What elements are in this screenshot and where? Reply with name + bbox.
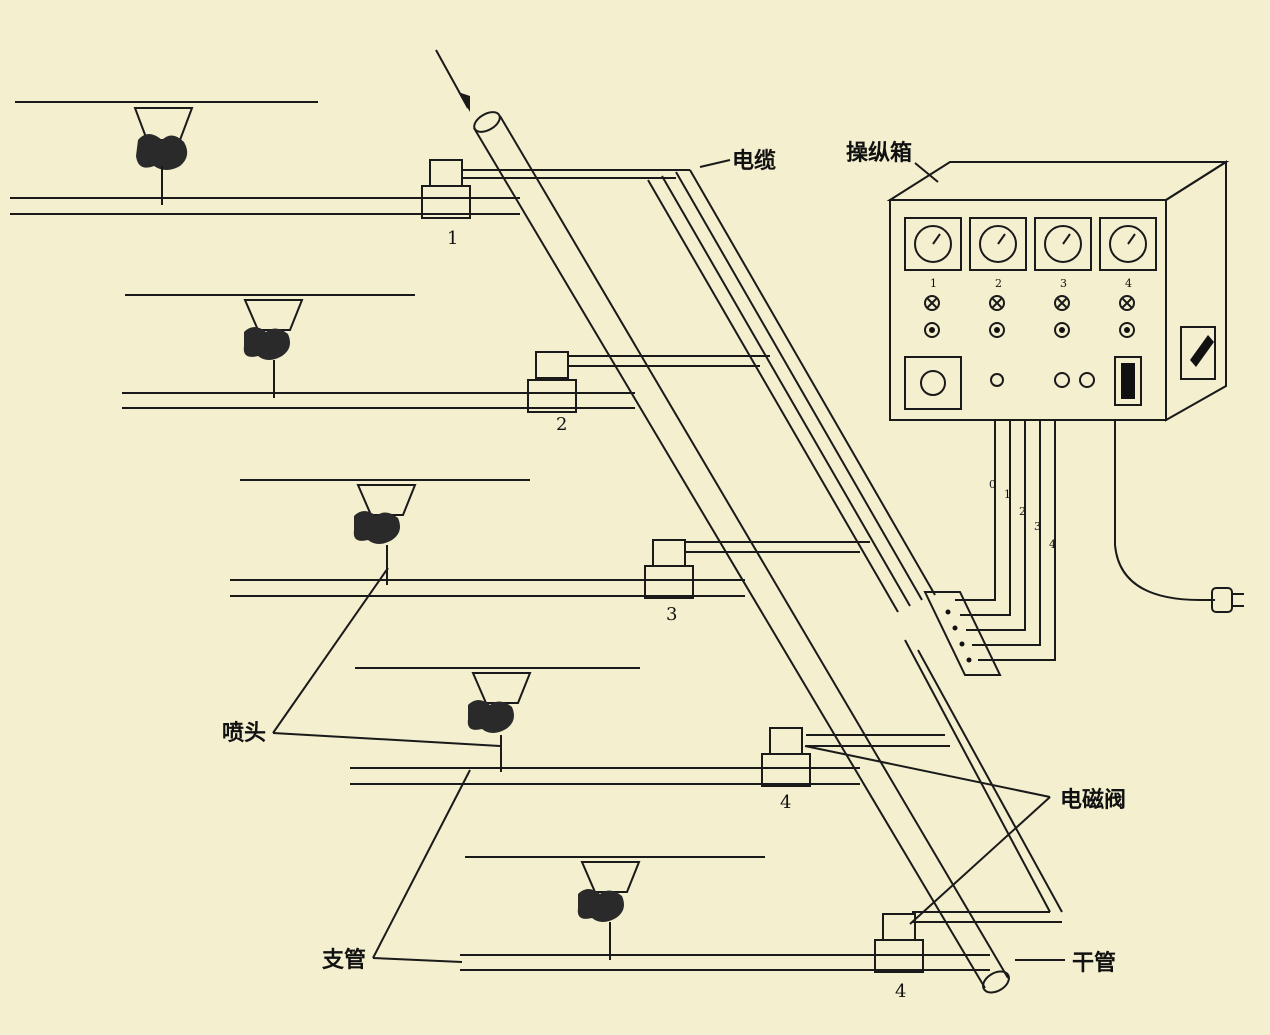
power-switch-icon [1114,356,1142,406]
gauge-4 [1099,217,1157,271]
inflow-arrow [435,49,470,112]
side-handle-icon [1180,326,1216,380]
gauge-number-4: 4 [1125,277,1132,290]
terminal-block [923,591,1002,676]
branch-pipe-label: 支管 [322,947,366,973]
root-ball [243,327,290,360]
solenoid-valve-label: 电磁阀 [1060,787,1126,813]
valve-number-1: 1 [447,228,458,249]
branch-unit-2 [122,294,770,413]
valve-number-3: 3 [666,604,677,625]
gauge-number-2: 2 [995,277,1002,290]
wire-number-4: 4 [1049,538,1056,551]
branch-unit-1 [10,101,690,219]
branch-unit-5 [460,856,990,973]
control-box-label: 操纵箱 [846,140,912,166]
main-pipe-label: 干管 [1072,950,1116,976]
gauge-number-3: 3 [1060,277,1067,290]
control-wires: 0 1 2 3 4 [955,420,1056,661]
wire-number-1: 1 [1004,488,1011,501]
gauge-1 [904,217,962,271]
branch-unit-3 [230,479,870,599]
callout-lines [272,159,1065,963]
valve-number-2: 2 [556,414,567,435]
root-ball [136,134,188,170]
timer-panel [904,356,962,410]
power-cord [1114,420,1215,601]
gauge-3 [1034,217,1092,271]
lower-cable [806,639,1063,923]
push-button-icon [924,322,1135,338]
gauge-2 [969,217,1027,271]
timer-knob-icon [920,370,946,396]
cable-bundle [647,169,936,613]
gauge-number-1: 1 [930,277,937,290]
root-ball [467,700,514,733]
wire-number-3: 3 [1034,520,1041,533]
root-ball [577,889,624,922]
wire-number-0: 0 [989,478,996,491]
root-ball [353,511,400,544]
control-box: 1 2 3 4 [886,160,1230,422]
plug-icon [1211,587,1244,613]
valve-number-4: 4 [780,792,791,813]
valve-number-5: 4 [895,981,906,1002]
indicator-lamp-icon [924,295,1135,311]
wire-number-2: 2 [1019,505,1026,518]
cable-label: 电缆 [732,148,776,174]
main-pipe [473,111,1010,994]
sprinkler-label: 喷头 [222,720,266,746]
branch-unit-4 [350,667,860,787]
